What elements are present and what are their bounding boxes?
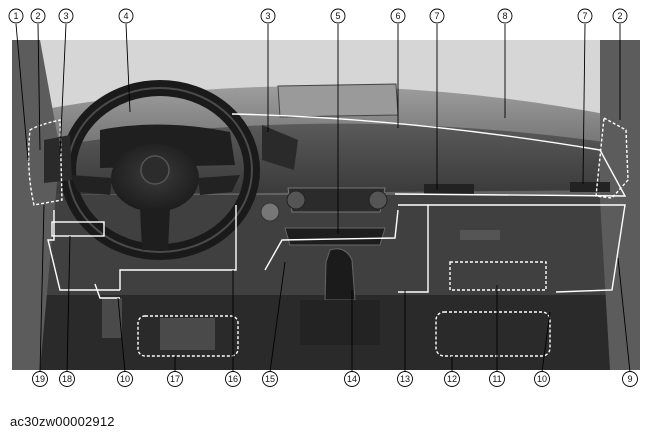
outline-center-lower — [264, 209, 399, 271]
region-left-vent — [27, 119, 63, 206]
callout-7: 7 — [429, 8, 445, 24]
callout-3: 3 — [58, 8, 74, 24]
svg-text:10: 10 — [120, 374, 130, 384]
callout-16: 16 — [225, 371, 241, 387]
callout-15: 15 — [262, 371, 278, 387]
svg-text:19: 19 — [35, 374, 45, 384]
outline-dashboard — [231, 113, 627, 197]
pedals — [102, 298, 215, 350]
svg-text:8: 8 — [502, 11, 507, 21]
svg-text:3: 3 — [265, 11, 270, 21]
callout-9: 9 — [622, 371, 638, 387]
callout-11: 11 — [489, 371, 505, 387]
callout-17: 17 — [167, 371, 183, 387]
region-pedal-floor — [137, 315, 239, 357]
callout-7-right: 7 — [577, 8, 593, 24]
svg-text:2: 2 — [35, 11, 40, 21]
region-passenger-floor — [435, 311, 551, 357]
callout-1: 1 — [8, 8, 24, 24]
outline-console-side — [398, 204, 429, 293]
center-console — [260, 187, 500, 345]
callouts-bottom: 19 18 10 17 16 15 14 13 12 11 10 9 — [32, 371, 638, 387]
callout-10-right: 10 — [534, 371, 550, 387]
svg-text:18: 18 — [62, 374, 72, 384]
svg-text:11: 11 — [492, 374, 501, 384]
svg-text:15: 15 — [265, 374, 275, 384]
svg-text:7: 7 — [582, 11, 587, 21]
callouts-top: 1 2 3 4 3 5 6 7 8 7 2 — [8, 8, 628, 24]
callout-10: 10 — [117, 371, 133, 387]
outline-regions — [47, 113, 627, 299]
air-vents — [44, 125, 610, 194]
callout-19: 19 — [32, 371, 48, 387]
callout-13: 13 — [397, 371, 413, 387]
svg-text:9: 9 — [627, 374, 632, 384]
outline-lower-left — [47, 210, 120, 291]
svg-text:3: 3 — [63, 11, 68, 21]
svg-text:17: 17 — [170, 374, 180, 384]
svg-text:7: 7 — [434, 11, 439, 21]
svg-text:10: 10 — [537, 374, 547, 384]
svg-text:12: 12 — [447, 374, 457, 384]
dashed-regions — [27, 116, 629, 357]
region-right-side — [595, 116, 629, 199]
steering-wheel — [60, 80, 260, 260]
callout-12: 12 — [444, 371, 460, 387]
callout-5: 5 — [330, 8, 346, 24]
svg-text:1: 1 — [13, 11, 18, 21]
svg-text:4: 4 — [123, 11, 128, 21]
figure-caption: ac30zw00002912 — [10, 414, 115, 429]
svg-text:13: 13 — [400, 374, 410, 384]
callout-3-center: 3 — [260, 8, 276, 24]
svg-text:6: 6 — [395, 11, 400, 21]
callout-2: 2 — [30, 8, 46, 24]
callout-18: 18 — [59, 371, 75, 387]
callout-8: 8 — [497, 8, 513, 24]
callout-6: 6 — [390, 8, 406, 24]
callout-4: 4 — [118, 8, 134, 24]
outline-passenger-lower — [428, 204, 626, 293]
callout-2-right: 2 — [612, 8, 628, 24]
svg-text:14: 14 — [347, 374, 357, 384]
svg-text:16: 16 — [228, 374, 238, 384]
callout-14: 14 — [344, 371, 360, 387]
region-glovebox — [449, 261, 547, 291]
outline-lower-panel — [119, 205, 237, 290]
outline-knee — [94, 283, 120, 299]
outline-switch-panel — [51, 221, 105, 237]
svg-text:2: 2 — [617, 11, 622, 21]
leader-lines — [15, 23, 631, 373]
svg-text:5: 5 — [335, 11, 340, 21]
